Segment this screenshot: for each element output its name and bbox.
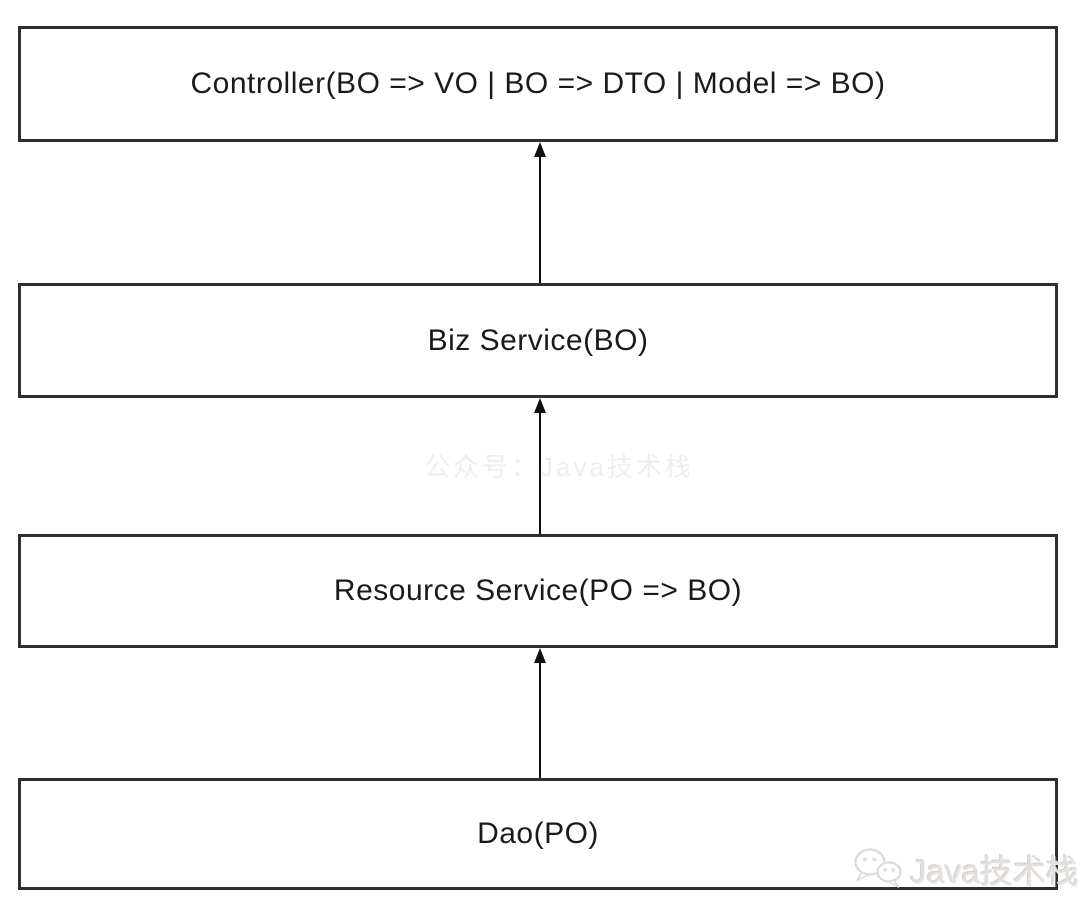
arrow-shaft (539, 411, 541, 534)
layer-box-resource-service: Resource Service(PO => BO) (18, 534, 1058, 648)
arrowhead-up-icon (534, 142, 546, 157)
wechat-icon (852, 846, 904, 892)
layer-label-controller: Controller(BO => VO | BO => DTO | Model … (190, 67, 886, 100)
layer-label-biz-service: Biz Service(BO) (427, 323, 649, 357)
layer-label-dao: Dao(PO) (477, 817, 599, 850)
brand-logo-text: Java技术栈 (910, 853, 1079, 890)
layer-box-biz-service: Biz Service(BO) (18, 283, 1058, 398)
watermark: 公众号：Java技术栈 (424, 452, 694, 482)
arrow-shaft (539, 661, 541, 778)
arrowhead-up-icon (534, 398, 546, 413)
arrow-dao-to-resource (533, 648, 547, 778)
arrowhead-up-icon (534, 648, 546, 663)
brand-logo: Java技术栈 (852, 845, 1079, 893)
layer-label-resource-service: Resource Service(PO => BO) (333, 574, 743, 607)
arrow-shaft (539, 155, 541, 283)
arrow-resource-to-biz (533, 398, 547, 534)
layer-box-controller: Controller(BO => VO | BO => DTO | Model … (18, 26, 1058, 142)
arrow-biz-to-controller (533, 142, 547, 283)
